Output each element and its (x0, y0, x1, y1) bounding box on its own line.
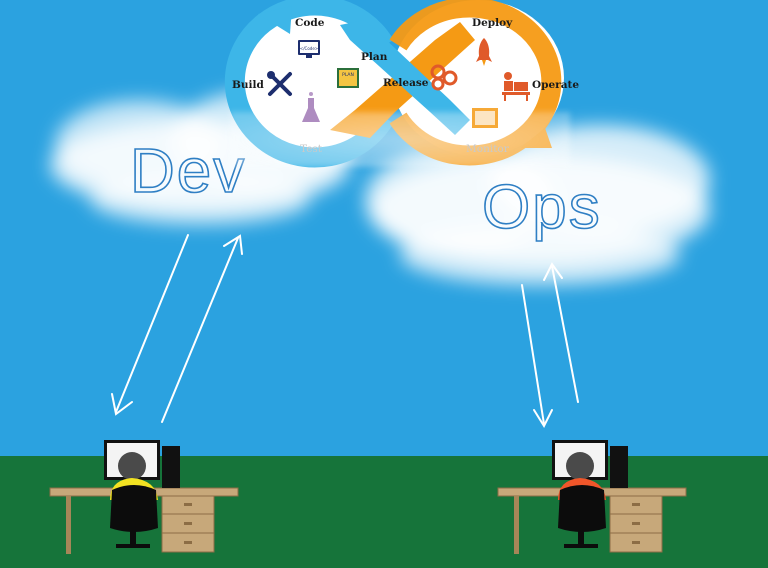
dev-down-arrow (115, 234, 189, 413)
person-head (566, 452, 594, 480)
tools-icon (267, 71, 292, 96)
person-head (118, 452, 146, 480)
stage-test: Test (300, 143, 323, 155)
flask-icon (302, 92, 320, 122)
plan-band (340, 20, 470, 135)
office-chair (110, 485, 158, 532)
dev-word: Dev (130, 137, 246, 206)
operator-icon (502, 72, 530, 101)
plan-board-icon: PLAN (337, 68, 359, 88)
ops-exchange-arrows (521, 262, 579, 429)
dev-up-arrow-head (223, 234, 243, 255)
ops-workstation (497, 440, 687, 554)
dev-arrow-head (258, 6, 292, 34)
stage-code: Code (295, 17, 325, 29)
pc-tower (162, 446, 180, 488)
code-monitor-icon: </Code> (298, 40, 320, 58)
dev-workstation (49, 440, 239, 554)
monitor-screen-icon (472, 108, 498, 128)
code-icon-text: </Code> (300, 46, 318, 51)
stage-monitor: Monitor (466, 143, 510, 155)
gears-icon (430, 64, 458, 91)
dev-up-arrow (161, 237, 239, 423)
office-chair (558, 485, 606, 532)
loop-fade (230, 112, 570, 167)
dev-down-arrow-head (111, 393, 133, 416)
ops-up-arrow-head (543, 262, 563, 281)
pc-tower (610, 446, 628, 488)
stage-deploy: Deploy (472, 17, 513, 29)
ops-word: Ops (482, 173, 602, 242)
stage-release: Release (383, 77, 429, 89)
desk-leg (66, 496, 71, 554)
ops-up-arrow (551, 265, 579, 403)
stage-build: Build (232, 79, 264, 91)
devops-infinity-loop: </Code> PLAN (224, 0, 579, 168)
dev-exchange-arrows (111, 234, 243, 423)
desk-leg (514, 496, 519, 554)
ops-down-arrow-head (533, 409, 553, 429)
plan-icon-text: PLAN (342, 72, 354, 78)
rocket-icon (476, 38, 492, 66)
stage-operate: Operate (532, 79, 579, 91)
ops-down-arrow (521, 284, 545, 425)
stage-plan: Plan (361, 51, 388, 63)
